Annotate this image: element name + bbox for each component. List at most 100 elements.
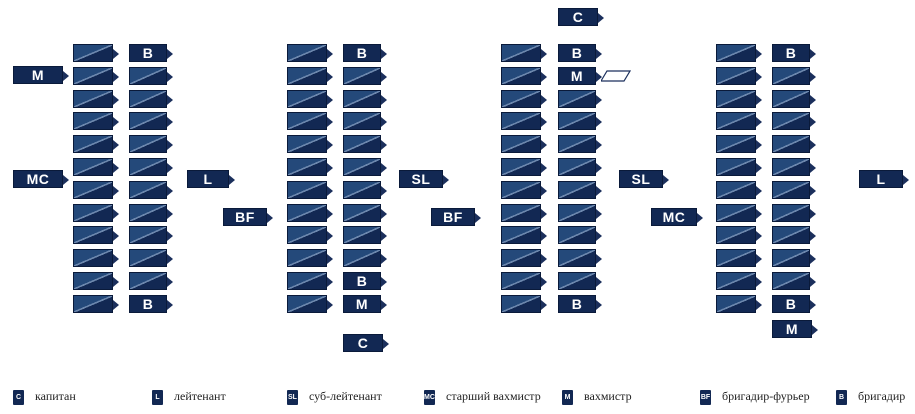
- soldier-flag: [287, 204, 333, 222]
- soldier-flag: [73, 249, 119, 267]
- rank-flag-l: L: [187, 170, 235, 188]
- soldier-flag: [73, 158, 119, 176]
- rank-flag-bf: BF: [431, 208, 481, 226]
- rank-flag-b: B: [129, 295, 173, 313]
- soldier-flag: [501, 181, 547, 199]
- rank-flag-code: B: [571, 296, 583, 312]
- legend-label: бригадир-фурьер: [722, 389, 810, 403]
- soldier-flag: [501, 44, 547, 62]
- rank-flag-c: C: [558, 8, 604, 26]
- soldier-flag: [772, 204, 816, 222]
- soldier-flag: [558, 112, 602, 130]
- soldier-flag: [501, 135, 547, 153]
- soldier-flag: [343, 90, 387, 108]
- soldier-flag: [287, 135, 333, 153]
- rank-flag-b: B: [558, 295, 602, 313]
- legend-swatch: MC: [424, 390, 435, 405]
- soldier-flag: [129, 249, 173, 267]
- rank-flag-code: MC: [26, 171, 50, 187]
- legend-label: бригадир: [858, 389, 906, 403]
- soldier-flag: [558, 204, 602, 222]
- rank-flag-b: B: [772, 295, 816, 313]
- soldier-flag: [558, 249, 602, 267]
- soldier-flag: [287, 181, 333, 199]
- rank-flag-code: B: [142, 45, 154, 61]
- legend-swatch: SL: [287, 390, 298, 405]
- legend-swatch: M: [562, 390, 573, 405]
- rank-flag-code: L: [203, 171, 213, 187]
- empty-flag-outline: [601, 70, 631, 82]
- soldier-flag: [287, 272, 333, 290]
- soldier-flag: [558, 272, 602, 290]
- rank-flag-code: B: [356, 45, 368, 61]
- soldier-flag: [73, 112, 119, 130]
- rank-flag-code: M: [570, 68, 584, 84]
- rank-flag-b: B: [343, 272, 387, 290]
- legend-label: суб-лейтенант: [309, 389, 382, 403]
- rank-flag-code: SL: [411, 171, 431, 187]
- soldier-flag: [73, 272, 119, 290]
- legend-label: старший вахмистр: [446, 389, 541, 403]
- soldier-flag: [501, 226, 547, 244]
- soldier-flag: [287, 226, 333, 244]
- rank-flag-mc: MC: [13, 170, 69, 188]
- soldier-flag: [716, 44, 762, 62]
- rank-flag-c: C: [343, 334, 389, 352]
- legend-swatch: BF: [700, 390, 711, 405]
- rank-flag-b: B: [558, 44, 602, 62]
- soldier-flag: [343, 112, 387, 130]
- soldier-flag: [558, 158, 602, 176]
- rank-flag-code: C: [572, 9, 584, 25]
- legend-swatch: B: [836, 390, 847, 405]
- soldier-flag: [129, 226, 173, 244]
- soldier-flag: [501, 90, 547, 108]
- soldier-flag: [129, 181, 173, 199]
- soldier-flag: [287, 90, 333, 108]
- soldier-flag: [287, 249, 333, 267]
- soldier-flag: [73, 44, 119, 62]
- rank-flag-m: M: [558, 67, 602, 85]
- soldier-flag: [73, 67, 119, 85]
- soldier-flag: [772, 135, 816, 153]
- soldier-flag: [501, 158, 547, 176]
- soldier-flag: [343, 226, 387, 244]
- soldier-flag: [716, 90, 762, 108]
- soldier-flag: [287, 295, 333, 313]
- soldier-flag: [772, 67, 816, 85]
- soldier-flag: [716, 67, 762, 85]
- soldier-flag: [287, 112, 333, 130]
- soldier-flag: [343, 181, 387, 199]
- soldier-flag: [73, 295, 119, 313]
- soldier-flag: [73, 204, 119, 222]
- soldier-flag: [501, 295, 547, 313]
- soldier-flag: [129, 158, 173, 176]
- rank-flag-code: L: [876, 171, 886, 187]
- soldier-flag: [343, 249, 387, 267]
- soldier-flag: [129, 135, 173, 153]
- soldier-flag: [287, 44, 333, 62]
- soldier-flag: [772, 112, 816, 130]
- soldier-flag: [129, 204, 173, 222]
- soldier-flag: [772, 90, 816, 108]
- rank-flag-b: B: [343, 44, 387, 62]
- rank-flag-code: C: [357, 335, 369, 351]
- soldier-flag: [716, 112, 762, 130]
- soldier-flag: [772, 181, 816, 199]
- soldier-flag: [129, 67, 173, 85]
- rank-flag-code: M: [355, 296, 369, 312]
- soldier-flag: [716, 226, 762, 244]
- soldier-flag: [716, 204, 762, 222]
- soldier-flag: [287, 158, 333, 176]
- rank-flag-code: BF: [235, 209, 255, 225]
- soldier-flag: [501, 67, 547, 85]
- soldier-flag: [558, 90, 602, 108]
- soldier-flag: [716, 295, 762, 313]
- rank-flag-code: M: [785, 321, 799, 337]
- soldier-flag: [716, 249, 762, 267]
- legend-swatch: L: [152, 390, 163, 405]
- soldier-flag: [287, 67, 333, 85]
- legend-label: капитан: [35, 389, 76, 403]
- rank-flag-m: M: [13, 66, 69, 84]
- rank-flag-m: M: [343, 295, 387, 313]
